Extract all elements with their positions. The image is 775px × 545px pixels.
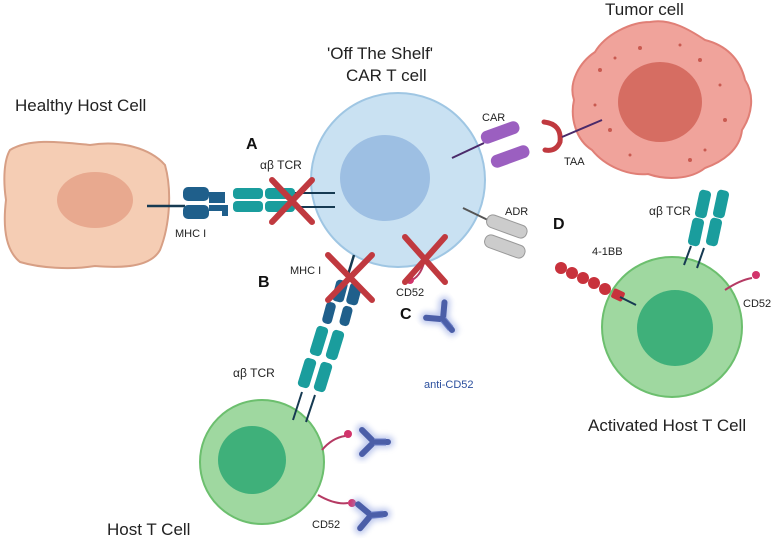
mhc1-label-healthy: MHC I	[175, 228, 207, 240]
activated-host-t-cell-title: Activated Host T Cell	[588, 416, 747, 435]
activated-tcr-receptor	[683, 189, 760, 291]
marker-a: A	[246, 136, 258, 153]
cd52-label-car: CD52	[396, 287, 425, 299]
car-receptor	[451, 119, 603, 168]
healthy-host-cell	[3, 140, 171, 270]
marker-b: B	[258, 274, 270, 291]
bb41-receptor	[555, 262, 637, 306]
cd52-interaction-c	[402, 234, 448, 285]
anti-cd52-antibody	[362, 430, 388, 454]
activated-host-t-cell	[601, 256, 743, 398]
marker-d: D	[553, 216, 565, 233]
car-t-title-line1: 'Off The Shelf'	[327, 44, 434, 63]
bb41-label: 4-1BB	[592, 246, 623, 258]
car-t-title-line2: CAR T cell	[346, 66, 427, 85]
adr-receptor	[462, 207, 528, 259]
anti-cd52-label: anti-CD52	[424, 379, 474, 391]
car-t-cell	[310, 92, 486, 268]
cd52-label-activated: CD52	[743, 298, 772, 310]
tumor-cell	[571, 20, 753, 179]
tcr-label-activated: αβ TCR	[649, 204, 691, 218]
host-t-cell	[199, 399, 325, 525]
tumor-cell-title: Tumor cell	[605, 0, 684, 19]
host-t-cell-title: Host T Cell	[107, 520, 191, 539]
cross-c-icon	[402, 234, 448, 285]
mhc1-label-car: MHC I	[290, 265, 322, 277]
mhc1-tcr-interaction-b	[292, 252, 375, 423]
cd52-label-host: CD52	[312, 519, 341, 531]
tcr-label-car: αβ TCR	[260, 158, 302, 172]
anti-cd52-antibody	[426, 302, 461, 337]
marker-c: C	[400, 306, 412, 323]
mhc1-tcr-interaction-a	[147, 177, 335, 225]
cross-b-icon	[325, 252, 375, 303]
car-label: CAR	[482, 112, 506, 124]
healthy-host-cell-title: Healthy Host Cell	[15, 96, 147, 115]
anti-cd52-antibody	[358, 502, 386, 528]
adr-label: ADR	[505, 206, 529, 218]
cross-a-icon	[269, 177, 315, 225]
tcr-label-host: αβ TCR	[233, 366, 275, 380]
taa-label: TAA	[564, 156, 585, 168]
taa-antigen	[541, 119, 563, 153]
